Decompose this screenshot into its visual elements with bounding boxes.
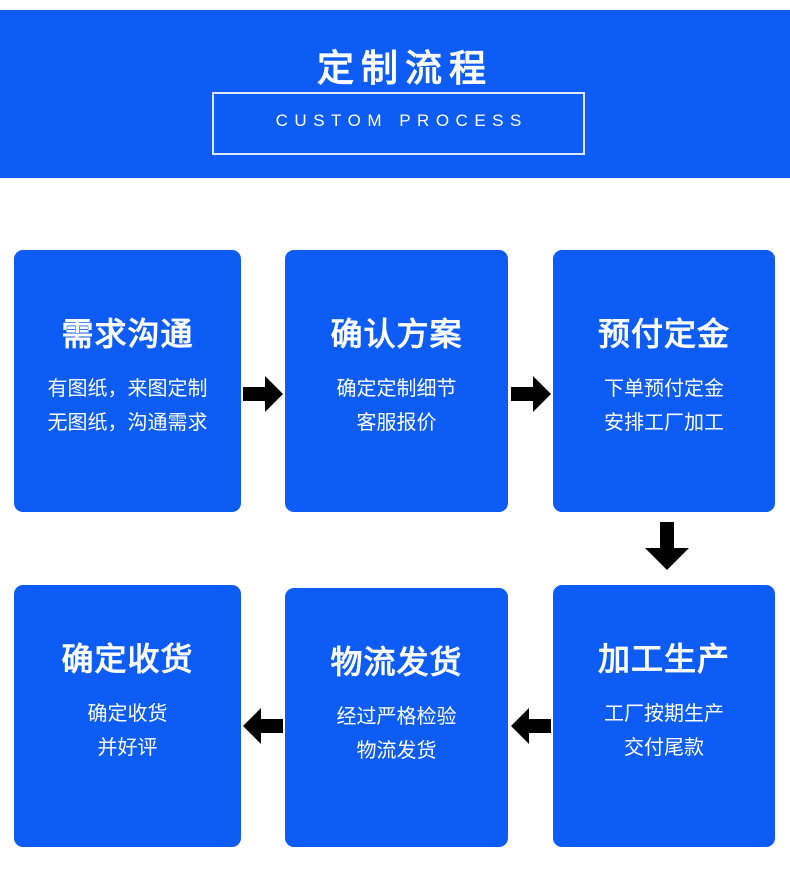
step-description: 有图纸，来图定制 无图纸，沟通需求 — [48, 372, 208, 440]
arrow-right-icon — [511, 376, 551, 412]
step-title: 确定收货 — [61, 641, 194, 677]
arrow-left-icon — [243, 708, 283, 744]
process-step-card-3[interactable]: 预付定金 下单预付定金 安排工厂加工 — [553, 250, 775, 512]
step-title: 物流发货 — [330, 644, 463, 680]
step-description-line: 安排工厂加工 — [604, 412, 724, 434]
page-banner — [0, 10, 790, 178]
step-description-line: 物流发货 — [356, 740, 437, 762]
step-description: 经过严格检验 物流发货 — [337, 700, 457, 768]
step-title: 预付定金 — [597, 316, 730, 352]
step-description-line: 并好评 — [97, 737, 158, 759]
page-title: 定制流程 — [0, 46, 790, 91]
step-description-line: 下单预付定金 — [604, 378, 724, 400]
step-description-line: 确定收货 — [87, 703, 168, 725]
arrow-right-icon — [243, 376, 283, 412]
step-description-line: 有图纸，来图定制 — [47, 378, 208, 400]
process-step-card-1[interactable]: 需求沟通 有图纸，来图定制 无图纸，沟通需求 — [14, 250, 241, 512]
step-description-line: 交付尾款 — [624, 737, 704, 759]
step-description-line: 经过严格检验 — [336, 706, 457, 728]
arrow-down-icon — [645, 522, 689, 570]
step-description: 工厂按期生产 交付尾款 — [604, 697, 724, 765]
banner-frame — [212, 92, 585, 155]
step-description: 确定定制细节 客服报价 — [337, 372, 457, 440]
process-step-card-6[interactable]: 确定收货 确定收货 并好评 — [14, 585, 241, 847]
page-title-text: 定制流程 — [288, 46, 509, 91]
page-subtitle: CUSTOM PROCESS — [275, 111, 528, 130]
process-step-card-4[interactable]: 加工生产 工厂按期生产 交付尾款 — [553, 585, 775, 847]
step-description-line: 工厂按期生产 — [604, 703, 724, 725]
arrow-left-icon — [511, 708, 551, 744]
step-title: 确认方案 — [330, 316, 463, 352]
step-title: 需求沟通 — [61, 316, 194, 352]
step-description-line: 确定定制细节 — [336, 378, 457, 400]
step-description: 下单预付定金 安排工厂加工 — [604, 372, 724, 440]
process-step-card-5[interactable]: 物流发货 经过严格检验 物流发货 — [285, 588, 508, 847]
step-description: 确定收货 并好评 — [88, 697, 168, 765]
process-step-card-2[interactable]: 确认方案 确定定制细节 客服报价 — [285, 250, 508, 512]
step-description-line: 无图纸，沟通需求 — [47, 412, 208, 434]
step-title: 加工生产 — [597, 641, 730, 677]
step-description-line: 客服报价 — [356, 412, 437, 434]
